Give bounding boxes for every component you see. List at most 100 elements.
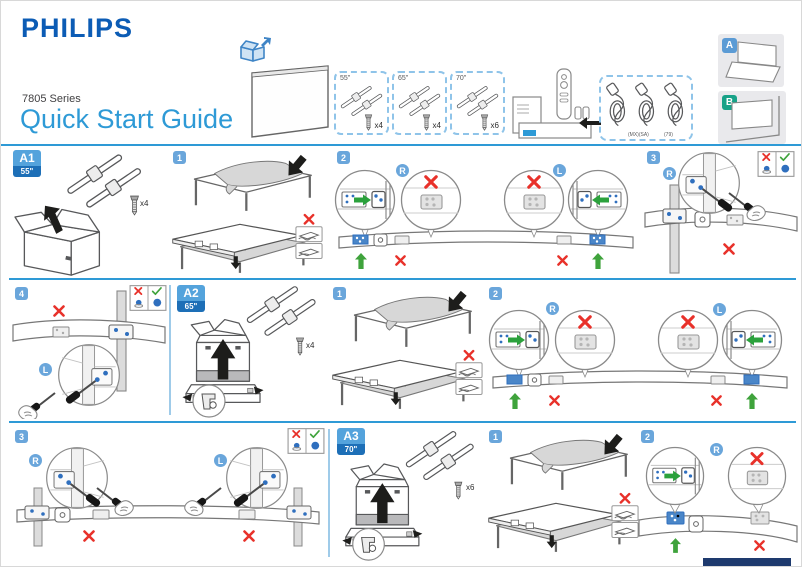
a1-step1-panel (169, 149, 327, 277)
right-marker-badge: R (663, 167, 676, 180)
step-badge-1: 1 (333, 287, 346, 300)
column-divider (328, 429, 330, 557)
correct-right-callout (488, 309, 550, 371)
wrong-position-callout (659, 311, 718, 370)
kit-size-label: 65" (398, 75, 409, 82)
tv-bottom-edge (12, 319, 166, 344)
screwdriver-callout (677, 151, 741, 215)
wrong-x-icon (711, 395, 722, 406)
page-title: Quick Start Guide (20, 104, 234, 134)
a1-step4-panel (12, 283, 167, 419)
wrong-position-callout (728, 447, 785, 504)
cord-region-label: (79) (664, 132, 673, 138)
left-marker-badge: L (39, 363, 52, 376)
a1-step3-panel (644, 149, 798, 274)
correct-arrow-icon (355, 253, 367, 269)
left-marker-badge: L (713, 303, 726, 316)
a2-step1-panel (329, 285, 487, 413)
section-a2-badge: A2 65" (177, 285, 205, 312)
screw-compare-box (758, 152, 794, 177)
stand-post (669, 184, 680, 274)
wrong-x-icon (243, 530, 255, 542)
right-marker-badge: R (710, 443, 723, 456)
stand-kit-70: 70" x6 (450, 71, 505, 135)
a2-step2-panel (488, 309, 788, 409)
section-a1-badge: A1 55" (13, 150, 41, 177)
step-badge-2: 2 (337, 151, 350, 164)
step-badge-2: 2 (641, 430, 654, 443)
header-divider (1, 144, 801, 146)
correct-arrow-icon (509, 393, 521, 409)
tv-on-wall-illustration (725, 96, 780, 143)
model-size: 55" (13, 166, 41, 177)
wrong-x-icon (723, 243, 735, 255)
step-badge-1: 1 (173, 151, 186, 164)
stand-kit-65: 65" x4 (392, 71, 447, 135)
step-badge-3: 3 (647, 151, 660, 164)
stand-feet-icon (250, 289, 312, 332)
stand-feet-icon (409, 434, 471, 477)
screwdriver-callout-right (45, 446, 109, 510)
tv-bottom-edge (492, 370, 788, 389)
tv-facedown-illustration (333, 360, 466, 409)
wrong-x-icon (53, 305, 65, 317)
kit-screw-qty: x6 (490, 121, 499, 130)
kit-size-label: 55" (340, 75, 351, 82)
wrong-position-callout (505, 171, 564, 230)
kit-size-label: 70" (456, 75, 467, 82)
a1-unbox-panel (14, 149, 166, 276)
cord-region-label: (MX)(SA) (628, 132, 649, 138)
power-cords-box: (MX)(SA) (79) (599, 75, 693, 141)
wrong-x-icon (754, 540, 765, 551)
wrong-x-icon (549, 395, 560, 406)
a3-step2-panel (638, 446, 798, 553)
model-id: A3 (337, 428, 365, 444)
tv-bottom-edge (338, 230, 634, 249)
wrong-x-icon (557, 255, 568, 266)
kit-screw-qty: x4 (374, 121, 383, 130)
wrong-x-icon (395, 255, 406, 266)
tv-facedown-illustration (173, 224, 306, 273)
wrong-position-callout (402, 171, 461, 230)
a1-step2-panel (334, 169, 634, 269)
row-divider (9, 278, 796, 280)
screw-icon (296, 337, 304, 356)
kit-screw-qty: x4 (432, 121, 441, 130)
table-blanket-illustration (354, 287, 472, 347)
mount-a-badge: A (722, 38, 737, 53)
stand-feet-icon (397, 82, 443, 120)
section-a3-badge: A3 70" (337, 428, 365, 455)
table-blanket-illustration (194, 151, 312, 211)
a2-unbox-panel (181, 283, 325, 418)
step-badge-4: 4 (15, 287, 28, 300)
correct-right-callout (334, 169, 396, 231)
model-size: 70" (337, 444, 365, 455)
accessories-illustration (512, 68, 601, 139)
right-marker-badge: R (29, 454, 42, 467)
table-blanket-illustration (510, 430, 628, 490)
a3-unbox-panel (341, 426, 483, 561)
surface-warning-icon (456, 351, 482, 394)
tv-panel-illustration (251, 65, 329, 138)
screw-qty-label: x4 (306, 341, 315, 350)
a3-step1-panel (485, 428, 643, 556)
hand-screwdriver-icon (17, 392, 56, 419)
philips-logo: PHILIPS (21, 13, 134, 43)
stand-feet-icon (455, 82, 501, 120)
correct-right-callout (645, 446, 705, 506)
screw-qty-label: x6 (466, 483, 475, 492)
unboxing-icon (240, 37, 271, 62)
screwdriver-callout-left (225, 446, 289, 510)
screw-icon (364, 114, 373, 131)
screw-icon (480, 114, 489, 131)
left-marker-badge: L (214, 454, 227, 467)
screw-icon (422, 114, 431, 131)
step-badge-1: 1 (489, 430, 502, 443)
model-id: A1 (13, 150, 41, 166)
screw-compare-box (288, 429, 324, 454)
correct-arrow-icon (670, 538, 681, 553)
mount-option-a: A (718, 34, 784, 87)
screwdriver-callout (57, 343, 121, 407)
series-label: 7805 Series (22, 93, 81, 105)
